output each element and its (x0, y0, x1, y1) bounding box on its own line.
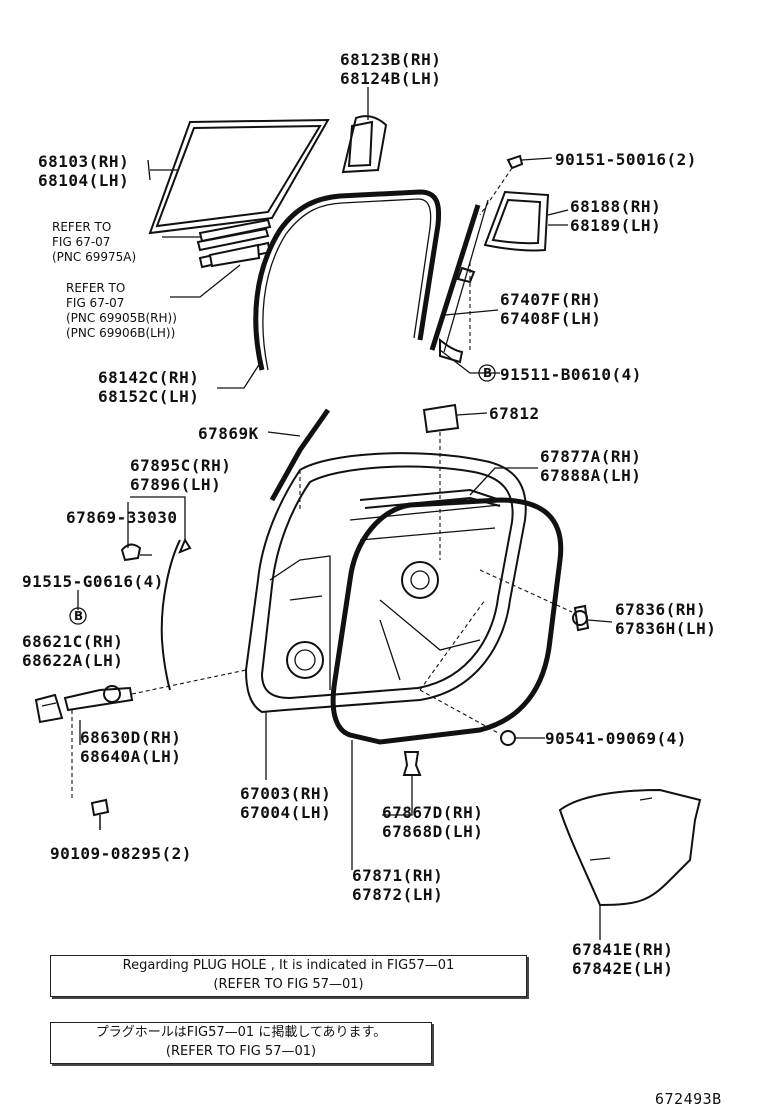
label-67867d: 67867D(RH)67868D(LH) (382, 803, 484, 841)
label-91515: 91515-G0616(4) (22, 572, 164, 591)
marker-b-left-label: B (74, 609, 84, 623)
door-glass (148, 118, 330, 235)
label-67895c: 67895C(RH)67896(LH) (130, 456, 232, 494)
label-68188: 68188(RH)68189(LH) (570, 197, 662, 235)
label-90151: 90151-50016(2) (555, 150, 697, 169)
label-67003: 67003(RH)67004(LH) (240, 784, 332, 822)
door-weatherstrip (330, 497, 564, 745)
label-67877a: 67877A(RH)67888A(LH) (540, 447, 642, 485)
label-67869k: 67869K (198, 424, 259, 443)
label-90541: 90541-09069(4) (545, 729, 687, 748)
hole-plug-67836 (573, 604, 590, 632)
service-hole-cover-sheet (558, 788, 702, 907)
label-68123b: 68123B(RH)68124B(LH) (340, 50, 442, 88)
label-68142c: 68142C(RH)68152C(LH) (98, 368, 200, 406)
label-67869-33030: 67869-33030 (66, 508, 178, 527)
marker-b-right-label: B (483, 366, 493, 380)
glass-run-arch (253, 189, 442, 371)
clip-67869 (120, 543, 142, 562)
division-bar (429, 204, 481, 351)
hinge-68621c (34, 693, 64, 724)
label-68630d: 68630D(RH)68640A(LH) (80, 728, 182, 766)
glass-run-strip-1 (198, 218, 272, 243)
label-67841e: 67841E(RH)67842E(LH) (572, 940, 674, 978)
label-67871: 67871(RH)67872(LH) (352, 866, 444, 904)
label-67407f: 67407F(RH)67408F(LH) (500, 290, 602, 328)
weatherstrip-67895c (160, 539, 181, 691)
screw-90151 (506, 154, 524, 170)
note-plug-hole-en: Regarding PLUG HOLE , It is indicated in… (50, 955, 527, 997)
label-91511: 91511-B0610(4) (500, 365, 642, 384)
label-67812: 67812 (489, 404, 540, 423)
note-plug-hole-ja: プラグホールはFIG57—01 に掲載してあります。(REFER TO FIG … (50, 1022, 432, 1064)
label-67836: 67836(RH)67836H(LH) (615, 600, 717, 638)
bolt-90109 (90, 798, 110, 817)
clip-67867d (402, 751, 422, 776)
clip-90541 (500, 730, 516, 746)
door-panel (244, 452, 527, 714)
rear-vent-glass (483, 190, 550, 252)
label-68103: 68103(RH)68104(LH) (38, 152, 130, 190)
service-hole-cover (422, 403, 460, 434)
label-90109: 90109-08295(2) (50, 844, 192, 863)
marker-b-left (69, 607, 87, 625)
quarter-glass (341, 115, 388, 174)
label-68621c: 68621C(RH)68622A(LH) (22, 632, 124, 670)
weatherstrip-67869k (269, 408, 331, 502)
marker-b-right (478, 364, 496, 382)
checker-68630d (63, 686, 134, 712)
figure-id: 672493B (655, 1090, 722, 1108)
outer-weatherstrip (359, 488, 501, 501)
